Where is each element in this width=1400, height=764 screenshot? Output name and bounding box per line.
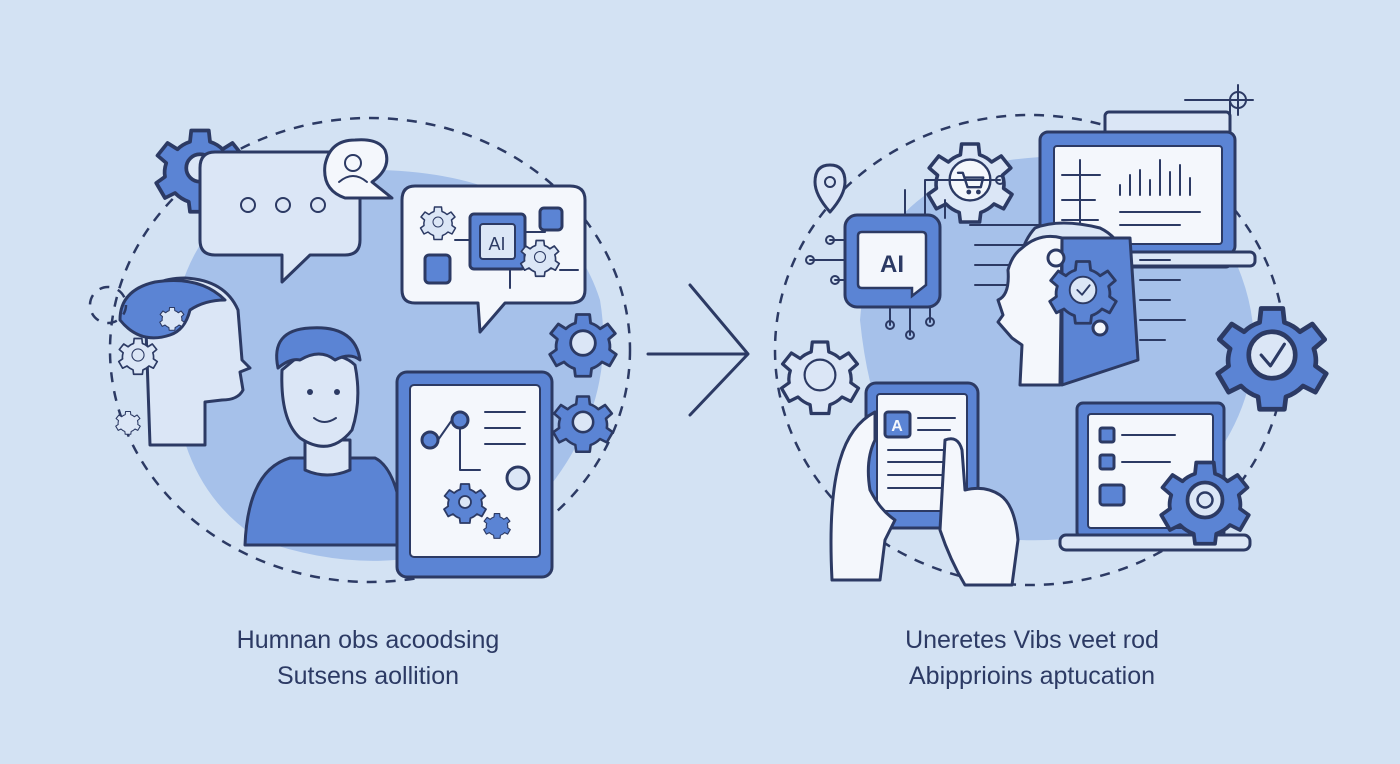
- laptop-chart-icon: [1023, 84, 1257, 269]
- left-caption-line-2: Sutsens aollition: [276, 662, 460, 690]
- thinking-head-icon: [88, 276, 252, 447]
- right-caption-line-1: Uneretes Vibs veet rod: [905, 626, 1159, 654]
- right-caption: Uneretes Vibs veet rod Abipprioins aptuc…: [772, 622, 1292, 694]
- right-caption-line-2: Abipprioins aptucation: [909, 662, 1155, 690]
- left-panel: AI: [88, 116, 632, 584]
- ai-chat-window: AI: [400, 184, 587, 334]
- left-dashed-orbit: [108, 116, 632, 584]
- right-ai-chip-label: AI: [880, 251, 904, 278]
- location-pin-icon: [813, 163, 847, 214]
- transition-arrow-icon: [646, 283, 750, 417]
- ai-head-icon: [996, 221, 1186, 387]
- gear-outline-icon: [779, 340, 861, 416]
- tablet-device: [395, 370, 554, 579]
- user-chat-icon: [323, 138, 394, 200]
- gear-icon: [548, 313, 618, 378]
- ai-chip-icon: AI: [843, 213, 942, 309]
- right-panel: AI: [773, 84, 1327, 587]
- left-caption-line-1: Humnan obs acoodsing: [236, 626, 500, 654]
- gear-icon: [551, 395, 615, 454]
- tablet-hands-icon: A: [829, 381, 1020, 587]
- laptop-form-icon: [1058, 401, 1252, 552]
- check-gear-icon: [1218, 309, 1327, 410]
- chat-bubble-icon: [198, 150, 362, 284]
- left-caption: Humnan obs acoodsing Sutsens aollition: [108, 622, 628, 694]
- tablet-letter: A: [891, 418, 903, 435]
- left-ai-chip-label: AI: [488, 234, 505, 254]
